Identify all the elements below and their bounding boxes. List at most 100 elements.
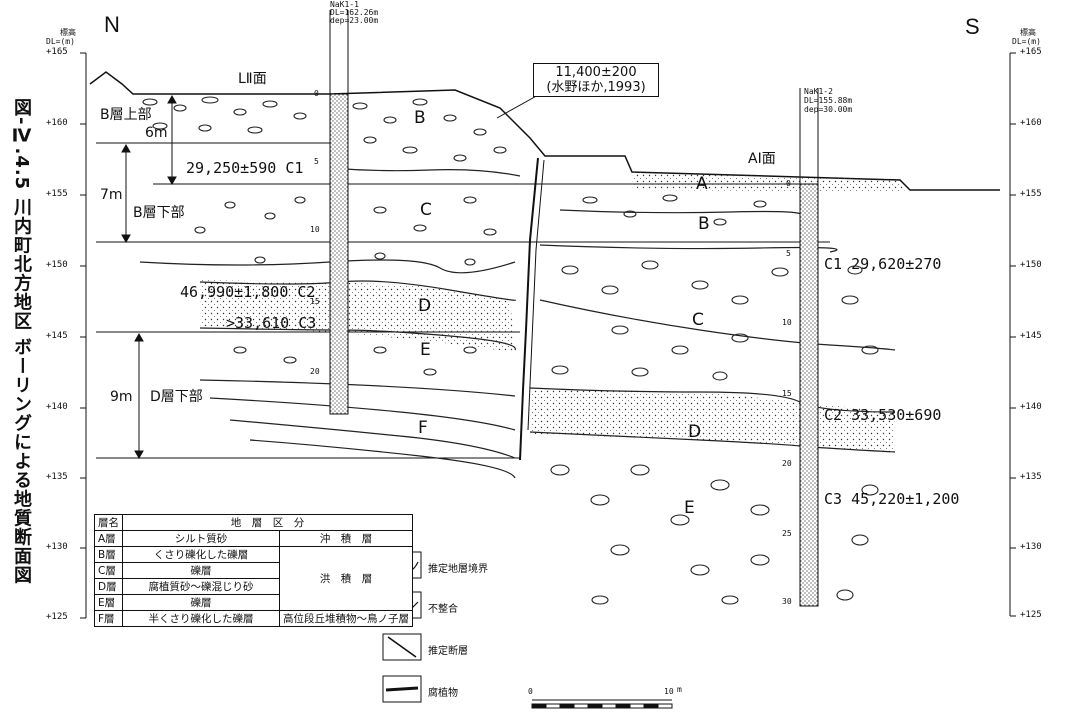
left-tick: +135: [46, 472, 68, 482]
layer-letter: A: [696, 174, 708, 194]
left-depth-mark: 0: [314, 89, 319, 98]
layer-letter: D: [418, 296, 432, 316]
legend-layer: D層: [94, 578, 123, 595]
right-depth-mark: 5: [786, 249, 791, 258]
a1-surface-label: AⅠ面: [748, 151, 776, 167]
b-upper-label: B層上部: [100, 107, 152, 123]
scale-end: 10: [664, 687, 674, 696]
left-tick: +150: [46, 260, 68, 270]
legend-humus-label: 腐植物: [428, 688, 458, 699]
age-c1-right: C1 29,620±270: [824, 255, 942, 273]
age-c2-left: 46,990±1,800 C2: [180, 283, 316, 301]
layer-letter: D: [688, 422, 702, 442]
left-elevation-axis: [80, 52, 87, 619]
legend-layer: F層: [94, 610, 123, 627]
right-tick: +160: [1020, 118, 1042, 128]
legend-row: F層 半くさり礫化した礫層 高位段丘堆積物～鳥ノ子層: [94, 610, 413, 627]
layer-letter: E: [684, 498, 695, 518]
right-depth-mark: 10: [782, 318, 792, 327]
right-borehole-dl: DL=155.88m: [804, 96, 853, 105]
right-tick: +150: [1020, 260, 1042, 270]
callout-source: (水野ほか,1993): [546, 80, 646, 95]
legend-lithology: くさり礫化した礫層: [122, 546, 280, 563]
borehole-left: [329, 10, 349, 415]
left-tick: +140: [46, 402, 68, 412]
left-tick: +130: [46, 542, 68, 552]
legend-boundary-label: 推定地層境界: [428, 564, 488, 575]
layer-letter: F: [418, 418, 428, 438]
left-depth-mark: 20: [310, 367, 320, 376]
left-tick: +145: [46, 331, 68, 341]
scale-bar: [531, 699, 673, 709]
right-tick: +135: [1020, 472, 1042, 482]
right-tick: +155: [1020, 189, 1042, 199]
right-depth-mark: 15: [782, 389, 792, 398]
scale-unit: m: [677, 685, 682, 694]
left-depth-mark: 15: [310, 297, 320, 306]
right-axis-head1: 標高: [1020, 28, 1036, 37]
left-tick: +160: [46, 118, 68, 128]
layer-letter: E: [420, 340, 431, 360]
b-lower-thickness: 7m: [100, 187, 123, 203]
right-tick: +130: [1020, 542, 1042, 552]
scale-start: 0: [528, 687, 533, 696]
legend-header-layer: 層名: [94, 514, 123, 531]
right-tick: +140: [1020, 402, 1042, 412]
left-tick: +155: [46, 189, 68, 199]
age-c2-right: C2 33,530±690: [824, 406, 942, 424]
callout-age: 11,400±200: [555, 65, 637, 80]
legend-row: B層 くさり礫化した礫層 洪 積 層: [94, 546, 413, 611]
layer-letter: B: [698, 214, 710, 234]
right-borehole-depth: dep=30.00m: [804, 105, 853, 114]
layer-letter: C: [420, 200, 432, 220]
figure-title: 図-Ⅳ.4.5 川内町北方地区 ボーリングによる地質断面図: [11, 98, 32, 585]
age-c3-left: >33,610 C3: [226, 314, 317, 332]
legend-lithology: シルト質砂: [122, 530, 280, 547]
right-depth-mark: 0: [786, 179, 791, 188]
legend-row: D層 腐植質砂～礫混じり砂: [94, 578, 413, 595]
right-depth-mark: 20: [782, 459, 792, 468]
legend-layer: C層: [94, 562, 123, 579]
left-axis-head2: DL=(m): [46, 37, 75, 46]
right-depth-mark: 30: [782, 597, 792, 606]
legend-fault-label: 推定断層: [428, 646, 468, 657]
right-tick: +145: [1020, 331, 1042, 341]
legend-lithology: 腐植質砂～礫混じり砂: [122, 578, 280, 595]
dimension-arrows: [121, 94, 177, 460]
layer-boundaries: [139, 167, 896, 479]
legend-row: E層 礫層: [94, 594, 413, 611]
legend-table: 層名 地 層 区 分 A層 シルト質砂 沖 積 層 B層 くさり礫化した礫層 洪…: [94, 514, 413, 627]
legend-group: 洪 積 層: [279, 546, 413, 611]
legend-layer: E層: [94, 594, 123, 611]
legend-group: 高位段丘堆積物～鳥ノ子層: [279, 610, 413, 627]
legend-lithology: 半くさり礫化した礫層: [122, 610, 280, 627]
left-depth-mark: 5: [314, 157, 319, 166]
a-layer-sand: [632, 172, 905, 192]
legend-lithology: 礫層: [122, 594, 280, 611]
legend-group: 沖 積 層: [279, 530, 413, 547]
fault-line: [519, 157, 545, 461]
d-lower-label: D層下部: [150, 389, 203, 405]
legend-lithology: 礫層: [122, 562, 280, 579]
left-axis-head1: 標高: [60, 28, 76, 37]
d-layer-left-sand: [200, 280, 515, 352]
left-borehole-name: NaK1-1: [330, 0, 359, 9]
right-axis-head2: DL=(m): [1012, 37, 1041, 46]
d-lower-thickness: 9m: [110, 389, 133, 405]
legend-layer: B層: [94, 546, 123, 563]
gravel-clasts: [142, 96, 879, 605]
legend-layer: A層: [94, 530, 123, 547]
layer-letter: C: [692, 310, 704, 330]
legend-row: A層 シルト質砂 沖 積 層: [94, 530, 413, 547]
legend-unconformity-label: 不整合: [428, 604, 458, 615]
b-upper-thickness: 6m: [145, 125, 168, 141]
borehole-right: [799, 88, 819, 607]
legend-header-division: 地 層 区 分: [122, 514, 413, 531]
left-borehole-dl: DL=162.26m: [330, 8, 379, 17]
legend-row: C層 礫層: [94, 562, 413, 579]
left-borehole-depth: dep=23.00m: [330, 16, 379, 25]
right-tick: +165: [1020, 47, 1042, 57]
right-tick: +125: [1020, 610, 1042, 620]
north-label: N: [104, 12, 120, 37]
